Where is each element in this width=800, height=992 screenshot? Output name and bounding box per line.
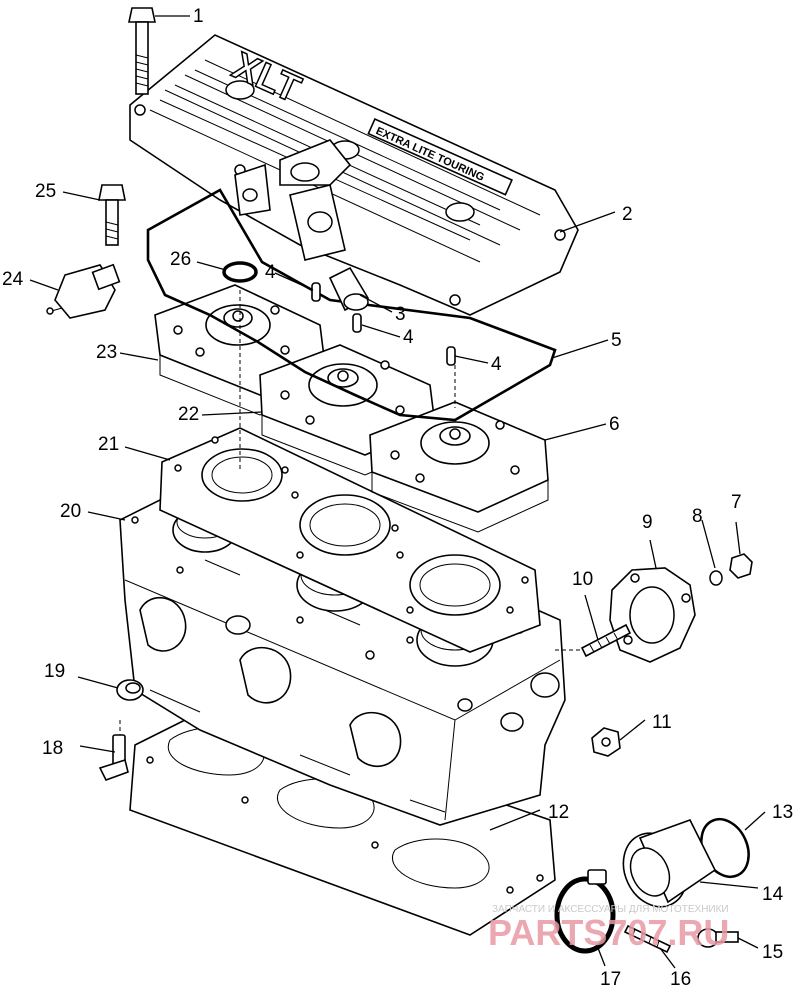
- callout-20: 20: [60, 501, 81, 522]
- head-bolt: [98, 184, 126, 246]
- dowel-pins: [311, 282, 456, 366]
- callout-24: 24: [2, 269, 24, 290]
- callout-7: 7: [731, 492, 742, 513]
- callout-22: 22: [178, 404, 199, 425]
- callout-15: 15: [762, 942, 783, 963]
- exhaust-flange: [609, 567, 696, 663]
- callout-17: 17: [600, 969, 621, 990]
- watermark: ЗАПЧАСТИ И АКСЕССУАРЫ ДЛЯ МОТОТЕХНИКИ PA…: [488, 904, 729, 953]
- callout-18: 18: [42, 738, 63, 759]
- callout-21: 21: [98, 434, 119, 455]
- callout-4b: 4: [403, 327, 414, 348]
- callout-labels: 1 2 3 4 4 4 5 6 7 8 9 10 11 12 13 14 15 …: [2, 6, 793, 990]
- block-nut: [591, 727, 621, 757]
- callout-26: 26: [170, 249, 191, 270]
- callout-1: 1: [193, 6, 204, 27]
- hose-clamp: [554, 869, 616, 954]
- callout-25: 25: [35, 181, 56, 202]
- callout-6: 6: [609, 414, 620, 435]
- cylinder-head-6: [369, 401, 549, 533]
- stud: [580, 623, 632, 658]
- callout-14: 14: [762, 884, 784, 905]
- hose-connector: [328, 266, 370, 312]
- callout-4c: 4: [491, 354, 502, 375]
- callout-10: 10: [572, 569, 593, 590]
- callout-19: 19: [44, 661, 65, 682]
- washer: [709, 570, 723, 586]
- watermark-caption: ЗАПЧАСТИ И АКСЕССУАРЫ ДЛЯ МОТОТЕХНИКИ: [492, 904, 729, 915]
- adapter-bolt: [697, 928, 739, 948]
- temperature-sensor: [46, 263, 121, 319]
- callout-23: 23: [96, 342, 117, 363]
- callout-3: 3: [395, 304, 406, 325]
- o-ring: [222, 261, 258, 283]
- callout-11: 11: [652, 712, 672, 733]
- callout-8: 8: [692, 506, 703, 527]
- head-gasket: [159, 427, 541, 653]
- callout-4a: 4: [265, 262, 276, 283]
- watermark-brand: PARTS707.RU: [488, 912, 729, 953]
- cover-seal: [146, 188, 557, 422]
- callout-2: 2: [622, 204, 633, 225]
- callout-13: 13: [772, 802, 793, 823]
- leader-lines: [29, 15, 766, 969]
- intake-adapter: [622, 819, 717, 908]
- elbow-fitting: [98, 734, 129, 781]
- callout-16: 16: [670, 969, 691, 990]
- clamp-screw: [623, 924, 672, 954]
- callout-12: 12: [548, 802, 569, 823]
- head-cover: XLT EXTRA LITE TOURING: [129, 34, 579, 316]
- port-plug: [116, 679, 144, 701]
- cover-bolt: [128, 7, 156, 95]
- callout-9: 9: [642, 512, 653, 533]
- callout-5: 5: [611, 330, 622, 351]
- nut: [729, 553, 753, 579]
